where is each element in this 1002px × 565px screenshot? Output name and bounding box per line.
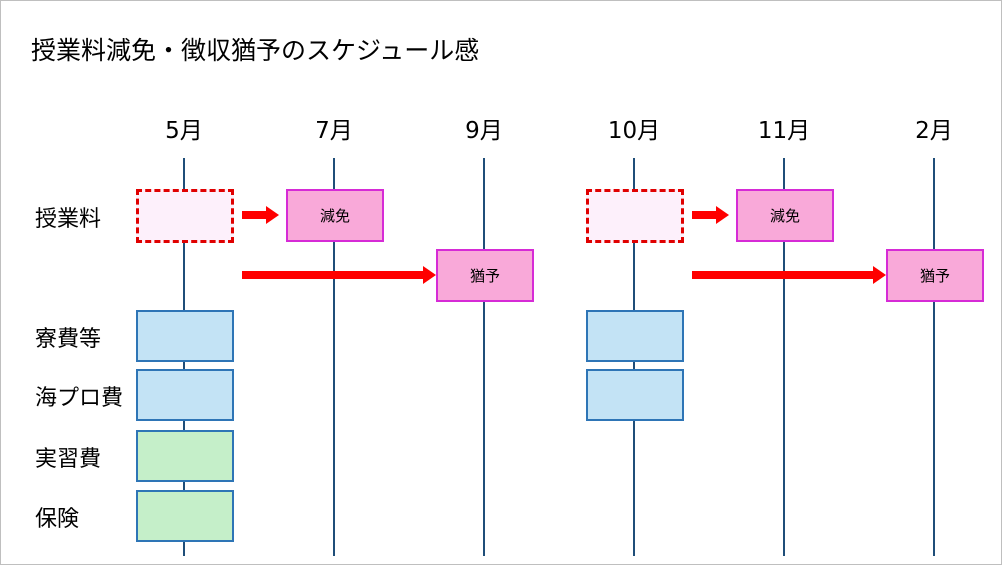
arrow-oct-to-deferral	[692, 266, 886, 284]
reduction-label: 減免	[769, 207, 800, 225]
timeline-nov	[783, 158, 785, 556]
timeline-feb	[933, 158, 935, 556]
arrow-may-to-reduction	[242, 206, 279, 224]
timeline-sep	[483, 158, 485, 556]
dorm-fee-box-may	[136, 310, 234, 362]
tuition-application-box-may	[136, 189, 234, 243]
row-label-tuition: 授業料	[35, 207, 102, 232]
month-label-may: 5月	[165, 118, 203, 144]
deferral-box-feb: 猶予	[886, 249, 984, 302]
row-label-dorm: 寮費等	[35, 327, 102, 352]
row-label-practical: 実習費	[35, 447, 102, 472]
sea-program-fee-box-oct	[586, 369, 684, 421]
row-label-sea-program: 海プロ費	[35, 386, 124, 411]
deferral-box-sep: 猶予	[436, 249, 534, 302]
sea-program-fee-box-may	[136, 369, 234, 421]
month-label-nov: 11月	[757, 118, 811, 144]
month-label-jul: 7月	[315, 118, 353, 144]
month-label-oct: 10月	[607, 118, 661, 144]
reduction-box-jul: 減免	[286, 189, 384, 242]
deferral-label: 猶予	[469, 267, 500, 285]
reduction-label: 減免	[319, 207, 350, 225]
month-label-sep: 9月	[465, 118, 503, 144]
row-label-insurance: 保険	[35, 507, 80, 532]
arrow-may-to-deferral	[242, 266, 436, 284]
arrow-oct-to-reduction	[692, 206, 729, 224]
practical-fee-box-may	[136, 430, 234, 482]
tuition-application-box-oct	[586, 189, 684, 243]
timeline-jul	[333, 158, 335, 556]
reduction-box-nov: 減免	[736, 189, 834, 242]
insurance-box-may	[136, 490, 234, 542]
slide-title: 授業料減免・徴収猶予のスケジュール感	[31, 36, 480, 65]
deferral-label: 猶予	[919, 267, 950, 285]
month-label-feb: 2月	[915, 118, 953, 144]
dorm-fee-box-oct	[586, 310, 684, 362]
